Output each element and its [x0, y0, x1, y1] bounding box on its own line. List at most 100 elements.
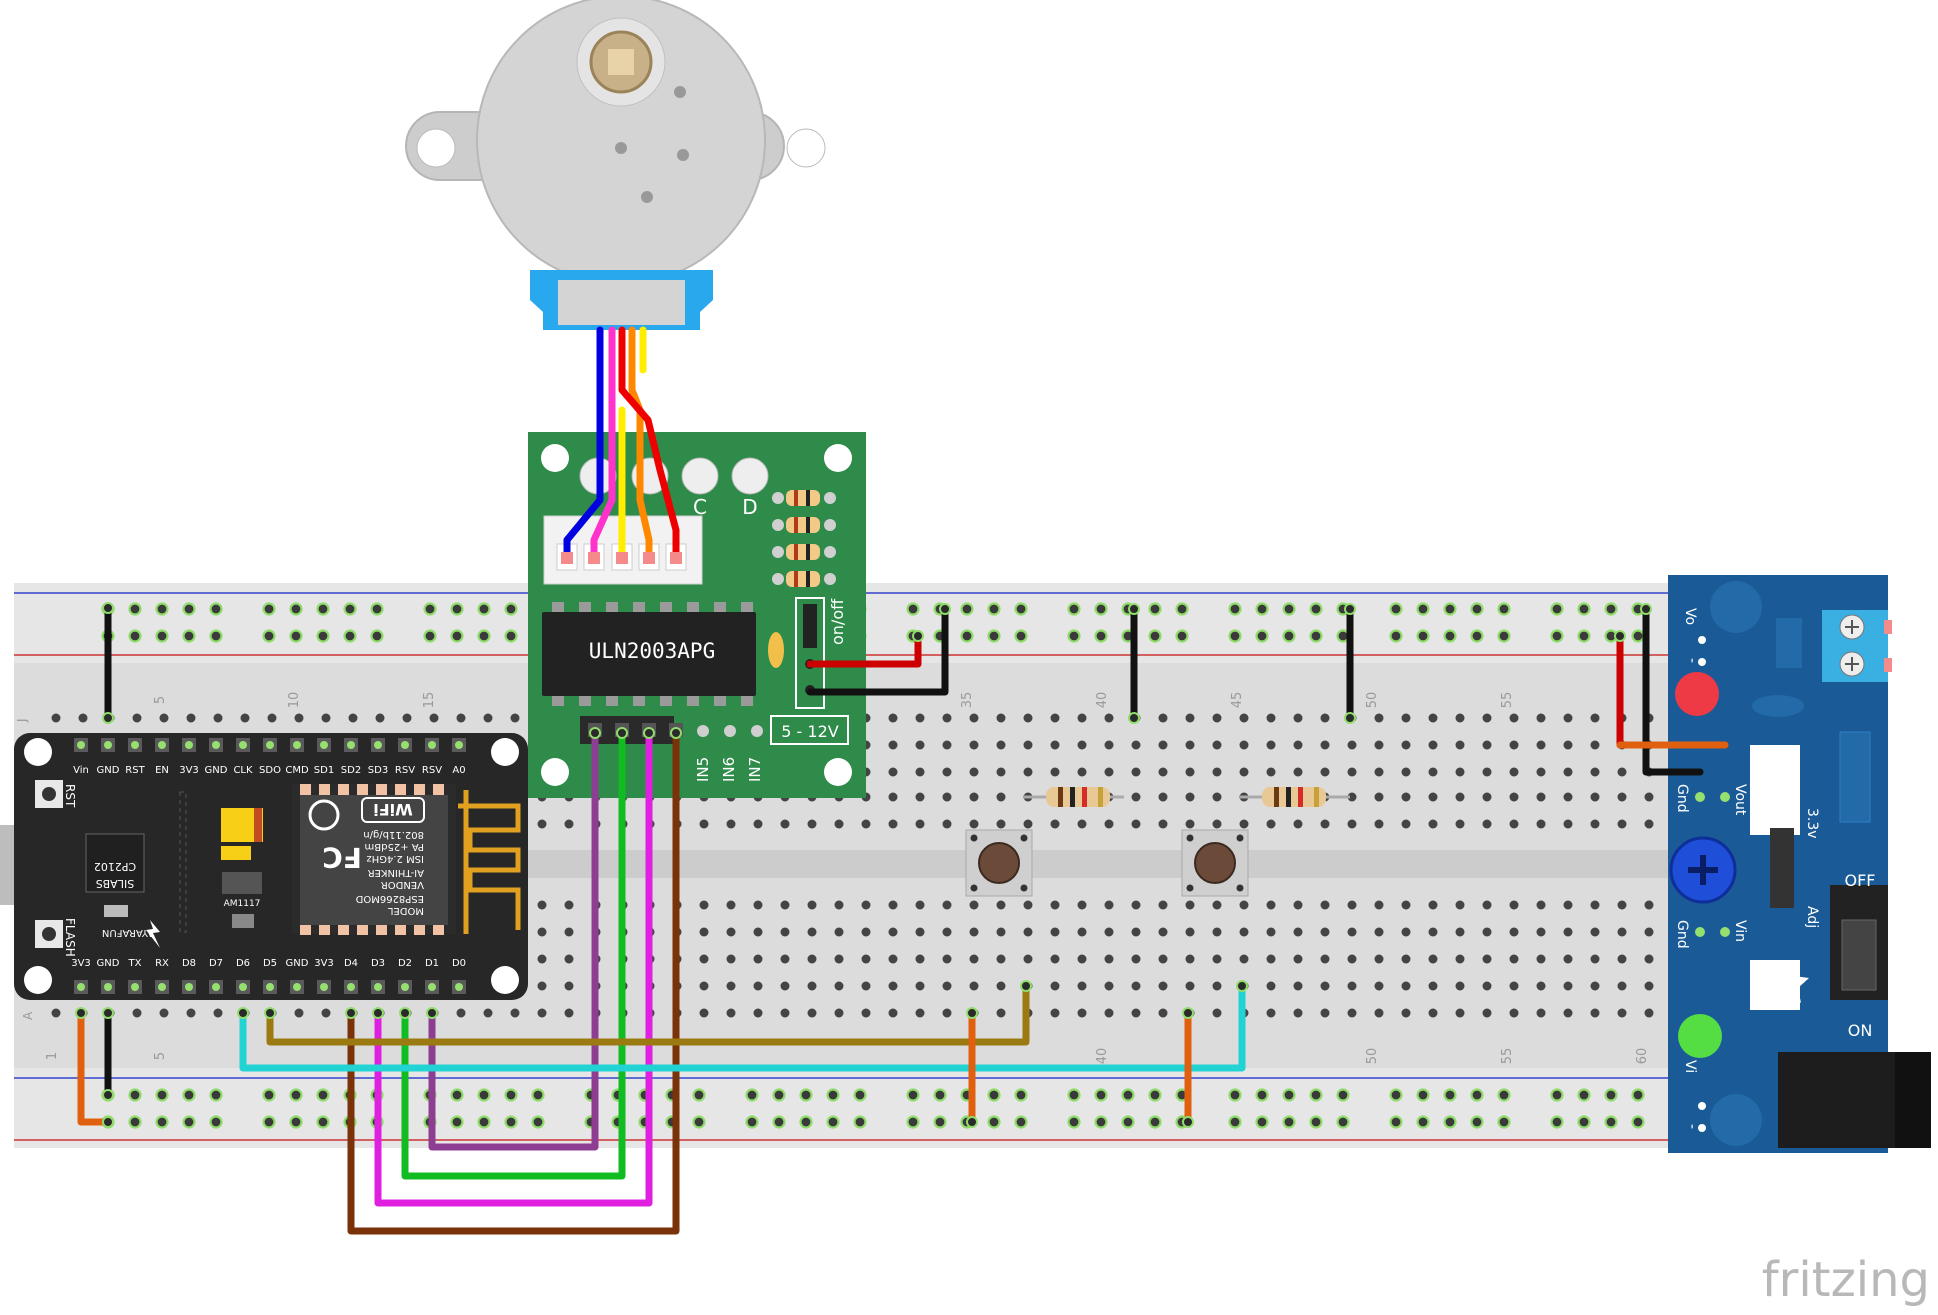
breadboard-hole	[1158, 900, 1168, 910]
resistor-band	[1298, 787, 1303, 807]
breadboard-number: 5	[153, 1052, 168, 1060]
breadboard-hole	[510, 713, 520, 723]
smd-component	[104, 905, 128, 917]
breadboard-hole	[1536, 927, 1546, 937]
rail-hole	[745, 1088, 759, 1102]
rail-hole	[1282, 1115, 1296, 1129]
button-cap[interactable]	[1194, 842, 1236, 884]
rail-hole	[504, 1115, 518, 1129]
rail-hole	[1148, 629, 1162, 643]
connector-pin	[588, 552, 600, 564]
header-pin-dot	[374, 983, 382, 991]
header-pin-dot	[401, 983, 409, 991]
breadboard-hole	[429, 713, 439, 723]
breadboard-hole	[1401, 981, 1411, 991]
rail-hole	[1148, 1115, 1162, 1129]
pin-label: D4	[344, 958, 358, 969]
breadboard-hole	[1455, 792, 1465, 802]
breadboard-hole	[1482, 819, 1492, 829]
esp-model-label: MODEL	[387, 905, 424, 916]
breadboard-hole	[1104, 740, 1114, 750]
breadboard-hole	[1401, 740, 1411, 750]
rail-hole	[1389, 602, 1403, 616]
wire-end	[75, 1007, 87, 1019]
rail-hole	[826, 1088, 840, 1102]
esp-vendor-label: VENDOR	[381, 879, 424, 890]
breadboard-hole	[1374, 767, 1384, 777]
maker-label: AYARAFUN	[102, 927, 154, 938]
breadboard-hole	[1509, 900, 1519, 910]
rail-hole	[477, 602, 491, 616]
rail-hole	[1175, 602, 1189, 616]
breadboard-hole	[1644, 1008, 1654, 1018]
voltage-jumper[interactable]	[1770, 828, 1794, 908]
breadboard-hole	[1023, 713, 1033, 723]
rail-hole	[987, 629, 1001, 643]
breadboard-hole	[1131, 981, 1141, 991]
rail-hole	[1228, 629, 1242, 643]
breadboard-hole	[915, 740, 925, 750]
breadboard-hole	[942, 740, 952, 750]
breadboard-hole	[1617, 954, 1627, 964]
header-pin-dot	[428, 741, 436, 749]
rail-hole	[1550, 1088, 1564, 1102]
breadboard-hole	[1590, 819, 1600, 829]
button-corner	[1236, 884, 1244, 892]
push-button-2[interactable]	[1181, 829, 1249, 897]
breadboard-hole	[888, 819, 898, 829]
ic-pin	[552, 602, 564, 614]
rail-hole	[1416, 1115, 1430, 1129]
header-pin-dot	[347, 741, 355, 749]
pin-label: SDO	[259, 765, 281, 776]
rail-hole	[1389, 629, 1403, 643]
breadboard-hole	[537, 954, 547, 964]
pin-label: GND	[286, 958, 309, 969]
rail-hole	[1470, 629, 1484, 643]
breadboard-hole	[1293, 900, 1303, 910]
pcb-hole	[824, 758, 852, 786]
breadboard-hole	[1185, 927, 1195, 937]
breadboard-hole	[1266, 927, 1276, 937]
breadboard-hole	[1050, 954, 1060, 964]
breadboard-hole	[726, 1008, 736, 1018]
breadboard-hole	[1158, 927, 1168, 937]
header-pin-dot	[185, 983, 193, 991]
wire-end	[102, 602, 114, 614]
breadboard-hole	[1509, 927, 1519, 937]
breadboard-hole	[132, 713, 142, 723]
castellated-pad	[357, 784, 368, 795]
rst-label: RST	[63, 784, 77, 808]
breadboard-number: 60	[1635, 1048, 1650, 1065]
led-label-c: C	[693, 495, 707, 519]
castellated-pad	[338, 784, 349, 795]
rail-hole	[1228, 1115, 1242, 1129]
breadboard-hole	[915, 713, 925, 723]
breadboard-hole	[699, 981, 709, 991]
dc-jack-end	[1895, 1052, 1931, 1148]
breadboard-hole	[1104, 954, 1114, 964]
rail-hole	[1228, 1088, 1242, 1102]
rail-hole	[1309, 1115, 1323, 1129]
driver-resistor-array	[772, 490, 836, 587]
wire-end	[1344, 603, 1356, 615]
breadboard-hole	[807, 1008, 817, 1018]
breadboard-hole	[267, 713, 277, 723]
breadboard-hole	[942, 927, 952, 937]
breadboard-hole	[807, 900, 817, 910]
breadboard-hole	[1050, 767, 1060, 777]
breadboard-hole	[1563, 740, 1573, 750]
green-led	[1678, 1014, 1722, 1058]
button-cap[interactable]	[978, 842, 1020, 884]
pin-label: EN	[155, 765, 169, 776]
wire-in3-magenta	[374, 729, 653, 1207]
rail-hole	[1497, 602, 1511, 616]
pcb-pad	[724, 725, 736, 737]
breadboard-hole	[159, 1008, 169, 1018]
push-button-1[interactable]	[965, 829, 1033, 897]
breadboard-hole	[1104, 981, 1114, 991]
breadboard-hole	[1482, 740, 1492, 750]
breadboard-hole	[1644, 927, 1654, 937]
usb-chip-label: CP2102	[94, 860, 136, 873]
breadboard-hole	[1239, 900, 1249, 910]
rail-hole	[209, 629, 223, 643]
